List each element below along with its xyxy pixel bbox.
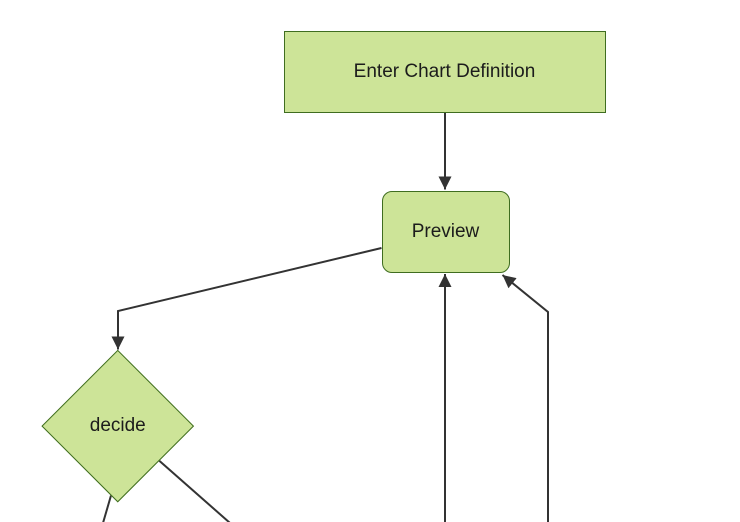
node-enter-chart-definition-label: Enter Chart Definition	[353, 61, 536, 82]
node-decide-label: decide	[90, 415, 146, 436]
node-preview-label: Preview	[411, 220, 480, 242]
node-preview: Preview	[381, 190, 510, 273]
edge-decide-to-offscreen-left	[102, 495, 112, 522]
edge-preview-to-decide	[111, 247, 382, 350]
node-enter-chart-definition: Enter Chart Definition	[283, 31, 606, 113]
edge-decide-to-offscreen-right	[158, 459, 231, 522]
edge-offscreen-to-preview-corner	[501, 274, 549, 522]
